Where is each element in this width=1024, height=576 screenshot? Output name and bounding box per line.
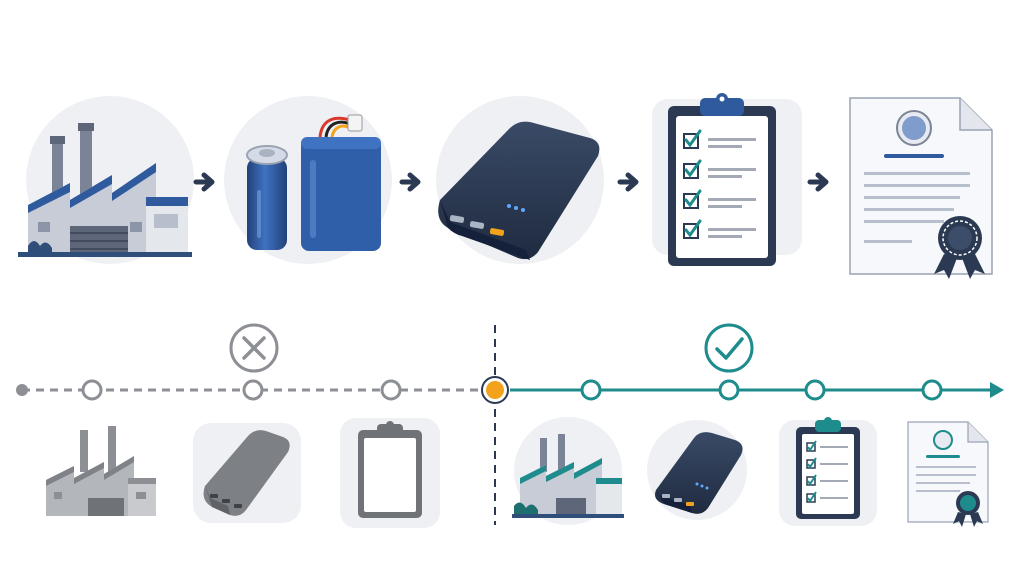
arrow-2-icon (399, 172, 421, 192)
timeline-node (804, 379, 826, 401)
process-flow (18, 93, 993, 279)
timeline-node (921, 379, 943, 401)
timeline-node (380, 379, 402, 401)
x-circle-icon (229, 323, 279, 373)
timeline-node (580, 379, 602, 401)
checklist-row-4 (683, 219, 756, 239)
power-bank-color-icon (647, 420, 747, 520)
certificate-icon (849, 97, 993, 279)
check-circle-icon (704, 323, 754, 373)
checklist-row-1 (683, 129, 756, 149)
timeline-node (242, 379, 264, 401)
timeline-arrowhead-icon (990, 382, 1004, 398)
factory-gray-icon (46, 426, 156, 516)
power-bank-gray-icon (193, 423, 301, 523)
clipboard-blank-icon (340, 418, 440, 528)
factory-color-icon (512, 417, 624, 525)
checklist-row-2 (683, 159, 756, 179)
clipboard-checklist-small-icon (779, 417, 877, 526)
timeline-node (81, 379, 103, 401)
power-bank-icon (436, 96, 604, 264)
certificate-seal-icon (934, 216, 985, 279)
timeline-node (718, 379, 740, 401)
arrow-4-icon (807, 172, 829, 192)
certificate-small-icon (907, 421, 989, 527)
arrow-1-icon (193, 172, 215, 192)
timeline-start-dot (16, 384, 28, 396)
battery-cells-icon (224, 96, 392, 264)
checklist-row-3 (683, 189, 756, 209)
clipboard-checklist-icon (652, 93, 802, 266)
arrow-3-icon (617, 172, 639, 192)
factory-icon (18, 96, 194, 264)
timeline (16, 323, 1004, 525)
timeline-transition-dot (486, 381, 504, 399)
